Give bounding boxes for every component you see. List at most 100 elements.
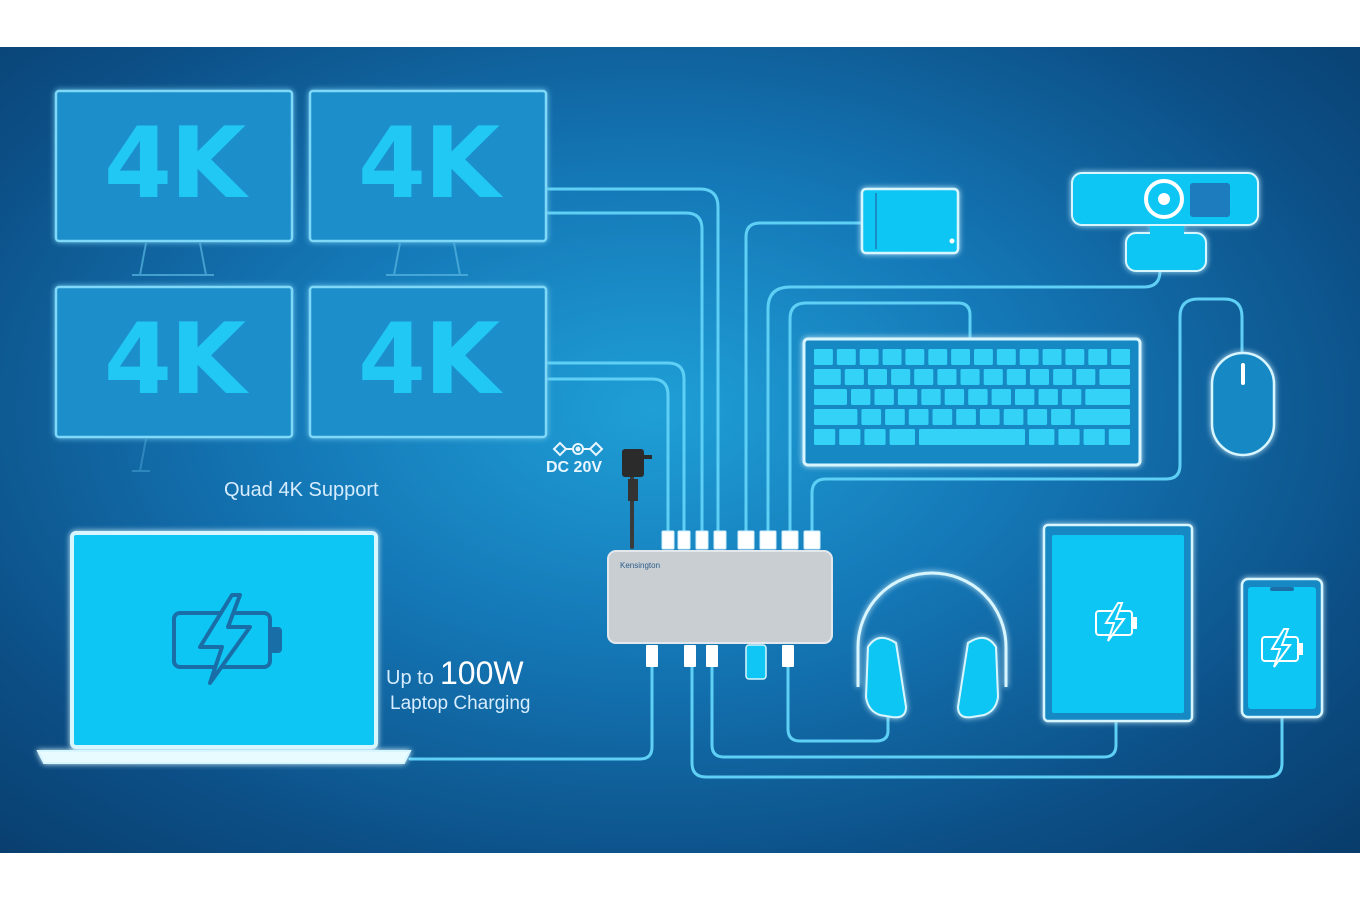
monitor-4-label: 4K bbox=[357, 303, 500, 417]
keyboard-key bbox=[1061, 389, 1082, 405]
monitor-1 bbox=[54, 89, 294, 243]
cable-phone bbox=[690, 661, 1284, 779]
keyboard-key bbox=[859, 349, 879, 365]
keyboard-key bbox=[867, 369, 887, 385]
keyboard-key bbox=[861, 409, 882, 425]
keyboard-key bbox=[983, 369, 1003, 385]
keyboard-key bbox=[1027, 409, 1048, 425]
monitor-stands bbox=[132, 242, 468, 472]
keyboard-key bbox=[1053, 369, 1073, 385]
keyboard-key bbox=[1085, 389, 1130, 405]
keyboard-key bbox=[914, 369, 934, 385]
keyboard-key bbox=[932, 409, 953, 425]
power-adapter-icon bbox=[622, 449, 652, 501]
keyboard-icon bbox=[802, 337, 1142, 467]
monitor-1-label: 4K bbox=[103, 107, 246, 221]
cable-monitor-2 bbox=[546, 211, 704, 537]
monitor-3-label: 4K bbox=[103, 303, 246, 417]
keyboard-key bbox=[921, 389, 941, 405]
keyboard-key bbox=[851, 389, 871, 405]
keyboard-key bbox=[814, 409, 858, 425]
headphones-icon bbox=[856, 571, 1008, 719]
dock-brand-label: Kensington bbox=[620, 561, 661, 570]
cable-monitor-4 bbox=[546, 377, 670, 537]
keyboard-key bbox=[836, 349, 856, 365]
cable-webcam bbox=[766, 269, 1162, 537]
keyboard-key bbox=[844, 369, 864, 385]
keyboard-key bbox=[956, 409, 976, 425]
phone-icon bbox=[1240, 577, 1324, 719]
keyboard-key bbox=[1108, 429, 1130, 445]
keyboard-key bbox=[1038, 389, 1058, 405]
cable-monitor-3 bbox=[546, 361, 686, 537]
keyboard-key bbox=[864, 429, 886, 445]
webcam-icon bbox=[1071, 172, 1259, 272]
cables bbox=[408, 187, 1284, 779]
cable-laptop bbox=[408, 661, 654, 761]
keyboard-key bbox=[889, 429, 915, 445]
external-drive-icon bbox=[860, 187, 960, 255]
keyboard-key bbox=[944, 389, 965, 405]
keyboard-key bbox=[839, 429, 861, 445]
keyboard-key bbox=[1076, 369, 1096, 385]
keyboard-key bbox=[1088, 349, 1108, 365]
keyboard-key bbox=[968, 389, 988, 405]
keyboard-key bbox=[937, 369, 957, 385]
monitor-2 bbox=[308, 89, 548, 243]
keyboard-key bbox=[1074, 409, 1130, 425]
keyboard-key bbox=[919, 429, 1025, 445]
dock-connectivity-diagram: 4K 4K 4K 4K Quad 4K Support DC 20V Up to… bbox=[0, 47, 1360, 853]
keyboard-key bbox=[974, 349, 993, 365]
keyboard-key bbox=[885, 409, 905, 425]
keyboard-key bbox=[991, 389, 1011, 405]
keyboard-key bbox=[996, 349, 1016, 365]
keyboard-key bbox=[1111, 349, 1130, 365]
charging-prefix: Up to bbox=[386, 667, 434, 689]
monitor-4 bbox=[308, 285, 548, 439]
cable-tablet bbox=[710, 661, 1118, 759]
keyboard-key bbox=[1019, 349, 1039, 365]
keyboard-key bbox=[1058, 429, 1080, 445]
keyboard-key bbox=[1015, 389, 1035, 405]
cable-mouse bbox=[810, 297, 1244, 537]
keyboard-key bbox=[1099, 369, 1130, 385]
keyboard-key bbox=[814, 389, 847, 405]
tablet-icon bbox=[1042, 523, 1194, 723]
keyboard-key bbox=[1003, 409, 1024, 425]
charging-suffix: Laptop Charging bbox=[390, 693, 531, 714]
keyboard-key bbox=[814, 429, 836, 445]
keyboard-key bbox=[1051, 409, 1071, 425]
keyboard-key bbox=[908, 409, 929, 425]
keyboard-key bbox=[897, 389, 918, 405]
keyboard-key bbox=[1083, 429, 1105, 445]
keyboard-key bbox=[1065, 349, 1085, 365]
battery-charging-icon bbox=[172, 593, 282, 685]
monitor-2-label: 4K bbox=[357, 107, 500, 221]
cable-drive bbox=[744, 221, 864, 537]
dock-ports-top bbox=[661, 530, 821, 550]
dc-input-label: DC 20V bbox=[546, 459, 603, 476]
keyboard-key bbox=[951, 349, 970, 365]
keyboard-key bbox=[1029, 369, 1049, 385]
keyboard-key bbox=[1029, 429, 1055, 445]
monitor-grid bbox=[54, 89, 548, 439]
keyboard-key bbox=[1042, 349, 1062, 365]
cable-headphones bbox=[786, 661, 890, 743]
dc-polarity-icon bbox=[552, 441, 604, 457]
keyboard-key bbox=[979, 409, 1000, 425]
cable-keyboard bbox=[788, 301, 972, 537]
keyboard-key bbox=[814, 349, 833, 365]
monitor-3 bbox=[54, 285, 294, 439]
keyboard-key bbox=[882, 349, 902, 365]
mouse-icon bbox=[1210, 351, 1276, 457]
diagram-canvas bbox=[36, 89, 1324, 779]
keyboard-key bbox=[960, 369, 980, 385]
keyboard-keys bbox=[814, 349, 1130, 445]
keyboard-key bbox=[874, 389, 894, 405]
dock-ports-bottom bbox=[646, 644, 794, 680]
keyboard-key bbox=[905, 349, 925, 365]
keyboard-key bbox=[928, 349, 948, 365]
keyboard-key bbox=[891, 369, 911, 385]
cable-monitor-1 bbox=[546, 187, 720, 537]
keyboard-key bbox=[814, 369, 841, 385]
